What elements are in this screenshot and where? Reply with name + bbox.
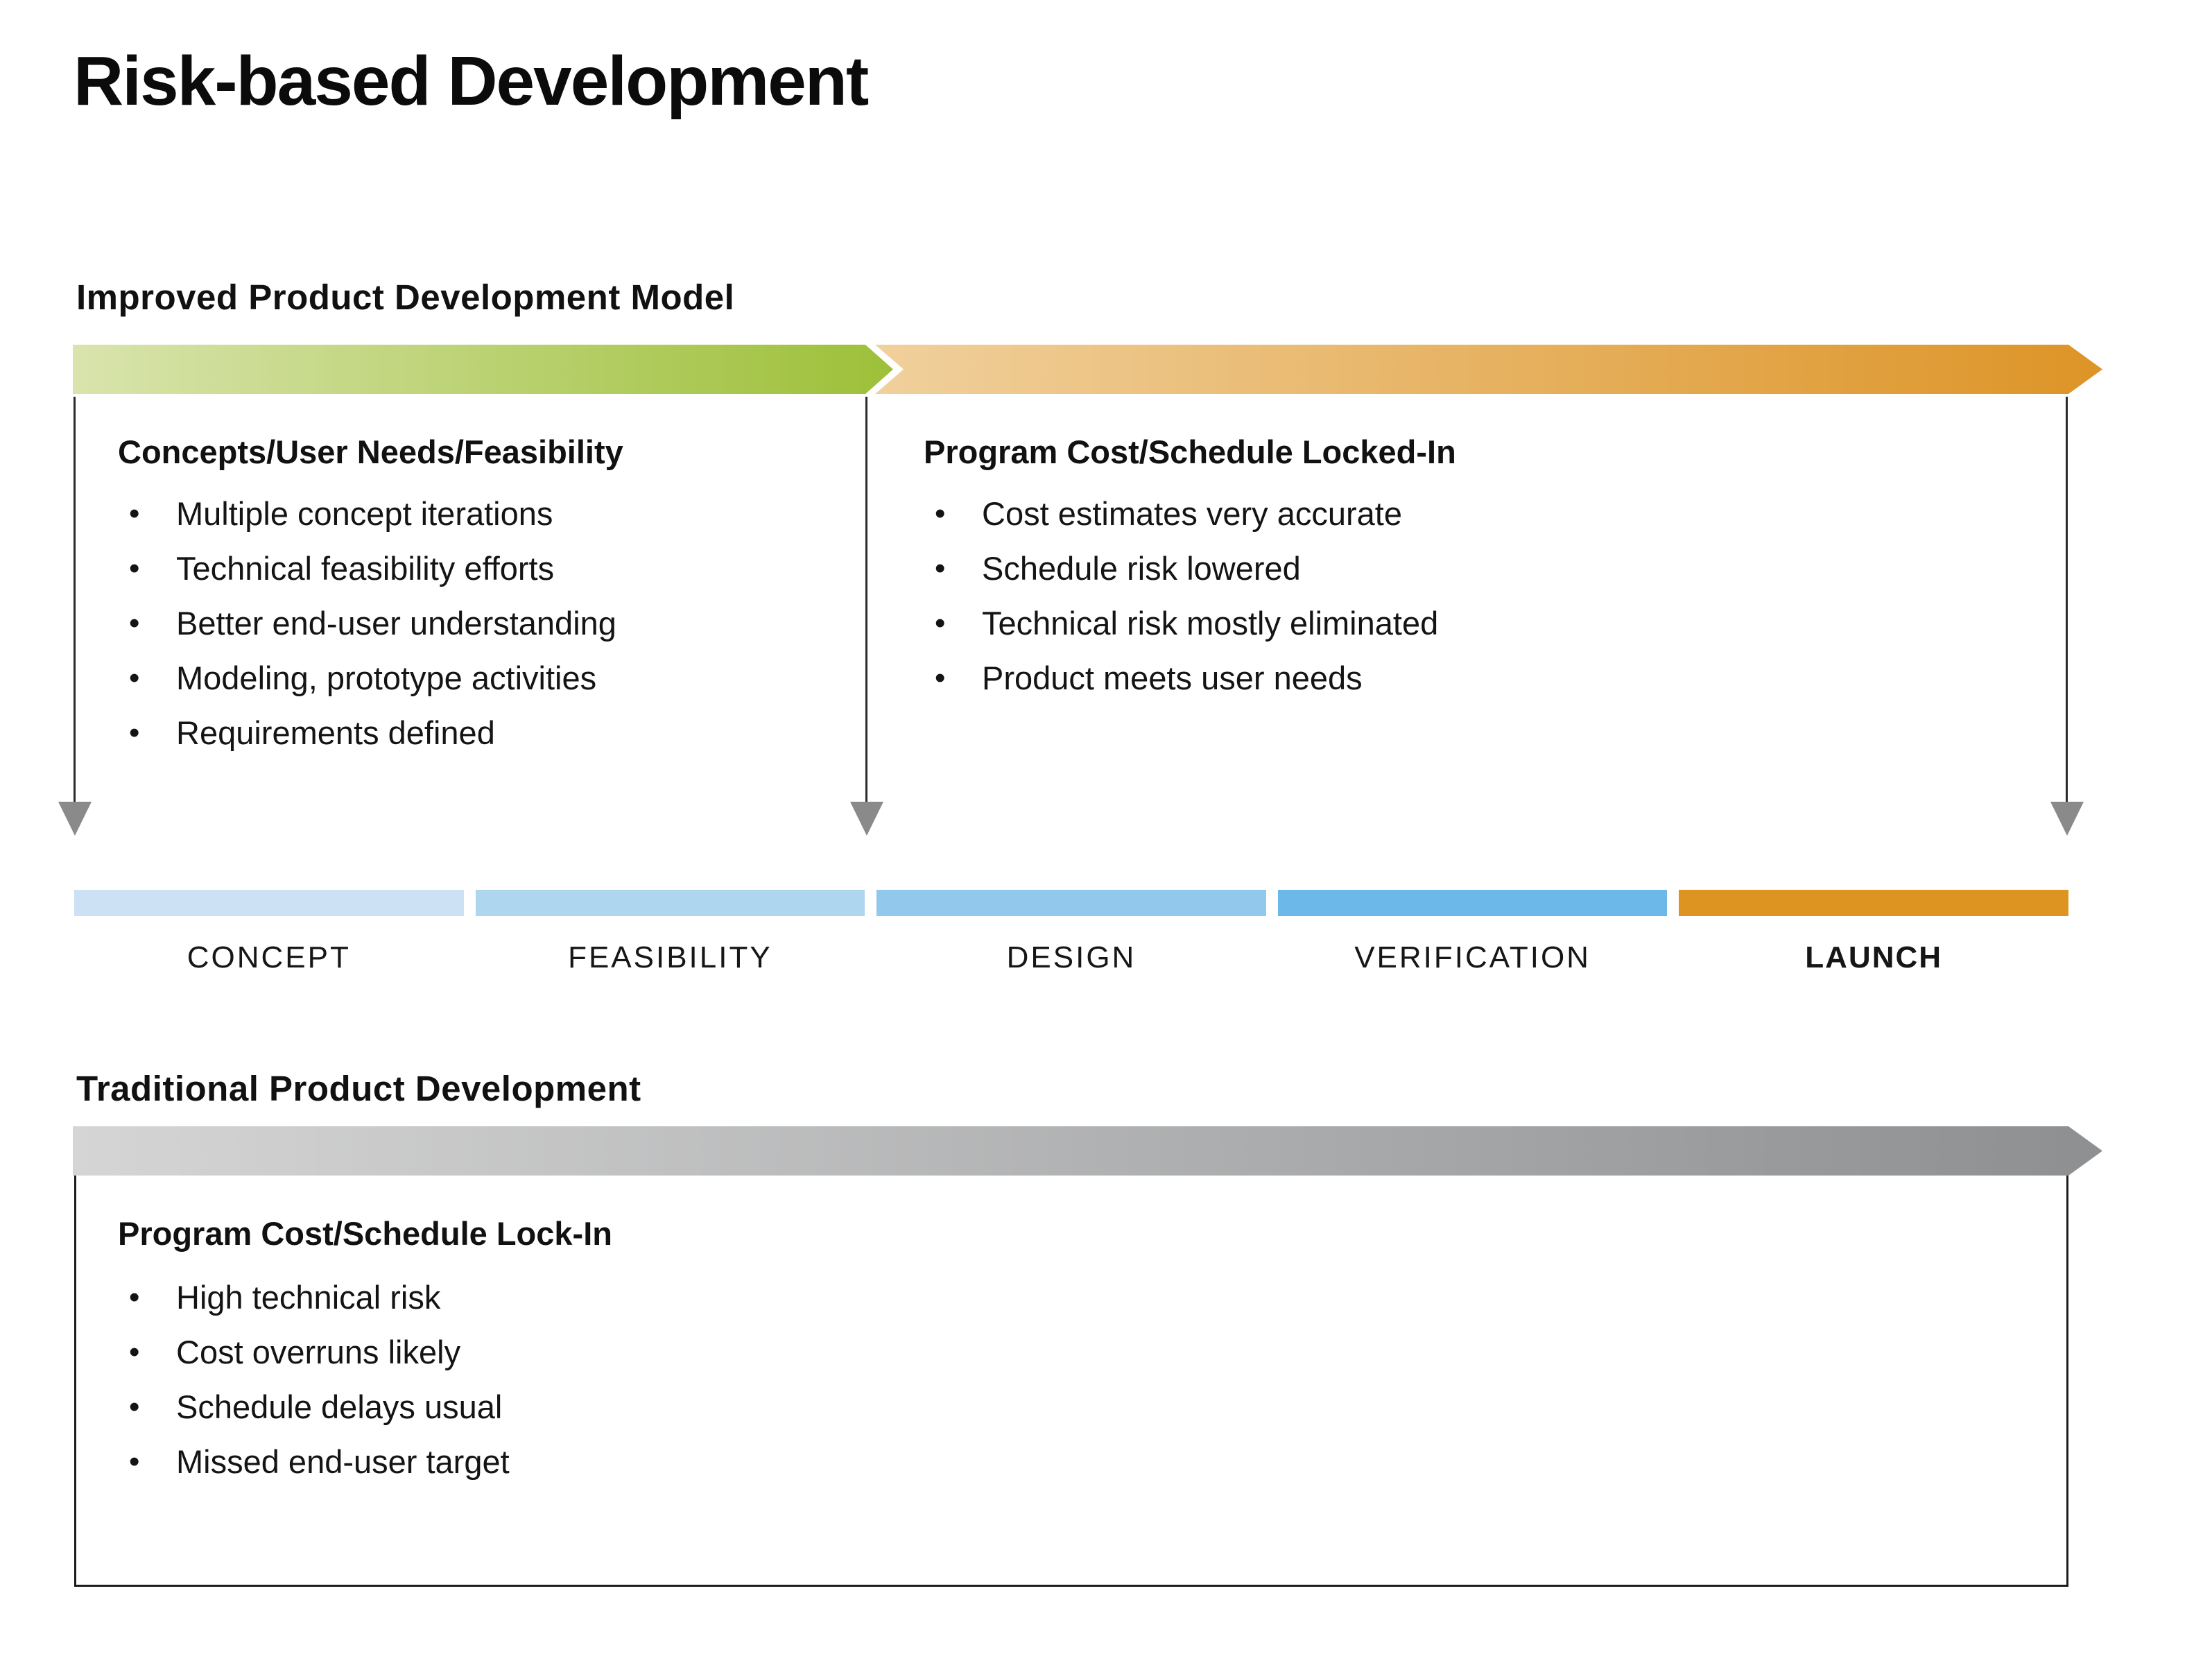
green-gradient-arrow: [73, 345, 893, 394]
list-item: • High technical risk: [119, 1270, 510, 1325]
phase-segment-launch: [1679, 890, 2068, 916]
lock-in-heading: Program Cost/Schedule Lock-In: [118, 1215, 612, 1252]
bullet-text: Modeling, prototype activities: [176, 660, 597, 696]
bullet-icon: •: [129, 715, 140, 750]
bullet-text: Missed end-user target: [176, 1443, 510, 1480]
bullet-text: High technical risk: [176, 1279, 441, 1316]
lock-in-bullet-list: • High technical risk • Cost overruns like…: [119, 1270, 510, 1489]
phase-bar: [74, 890, 2068, 916]
bullet-icon: •: [129, 1334, 140, 1369]
down-arrow-icon: [2050, 802, 2084, 836]
locked-in-bullet-list: • Cost estimates very accurate • Schedule …: [925, 486, 1438, 705]
list-item: • Schedule delays usual: [119, 1379, 510, 1434]
bullet-text: Cost overruns likely: [176, 1334, 461, 1370]
locked-in-panel-heading: Program Cost/Schedule Locked-In: [924, 433, 1456, 470]
bullet-text: Schedule risk lowered: [982, 550, 1301, 587]
list-item: • Requirements defined: [119, 705, 616, 760]
bullet-icon: •: [129, 1280, 140, 1314]
down-arrow-icon: [58, 802, 92, 836]
bullet-icon: •: [129, 605, 140, 640]
list-item: • Modeling, prototype activities: [119, 651, 616, 705]
list-item: • Schedule risk lowered: [925, 541, 1438, 596]
improved-model-heading: Improved Product Development Model: [76, 277, 735, 317]
bullet-icon: •: [935, 496, 946, 531]
list-item: • Product meets user needs: [925, 651, 1438, 705]
bullet-text: Technical feasibility efforts: [176, 550, 555, 587]
phase-label-verification: VERIFICATION: [1354, 940, 1591, 974]
bullet-text: Better end-user understanding: [176, 605, 616, 642]
phase-labels: CONCEPT FEASIBILITY DESIGN VERIFICATION …: [74, 940, 2068, 975]
phase-label-feasibility: FEASIBILITY: [568, 940, 772, 974]
list-item: • Missed end-user target: [119, 1434, 510, 1489]
phase-label-concept: CONCEPT: [187, 940, 351, 974]
down-arrow-icon: [850, 802, 883, 836]
list-item: • Technical risk mostly eliminated: [925, 596, 1438, 651]
list-item: • Technical feasibility efforts: [119, 541, 616, 596]
lock-in-box: [74, 1176, 2068, 1587]
page-title: Risk-based Development: [74, 42, 869, 120]
bullet-text: Schedule delays usual: [176, 1388, 503, 1425]
bullet-text: Requirements defined: [176, 714, 495, 751]
bullet-icon: •: [129, 496, 140, 531]
concepts-panel-heading: Concepts/User Needs/Feasibility: [118, 433, 623, 470]
phase-label-design: DESIGN: [1006, 940, 1137, 974]
bullet-text: Product meets user needs: [982, 660, 1363, 696]
bullet-icon: •: [129, 1389, 140, 1424]
list-item: • Better end-user understanding: [119, 596, 616, 651]
phase-segment-feasibility: [475, 890, 865, 916]
timeline-marker-line-right: [2066, 397, 2068, 802]
list-item: • Cost estimates very accurate: [925, 486, 1438, 541]
bullet-icon: •: [935, 551, 946, 585]
timeline-marker-line-middle: [865, 397, 867, 802]
bullet-icon: •: [935, 660, 946, 695]
phase-label-launch: LAUNCH: [1805, 940, 1943, 974]
list-item: • Cost overruns likely: [119, 1325, 510, 1379]
traditional-heading: Traditional Product Development: [76, 1069, 641, 1108]
phase-segment-design: [876, 890, 1266, 916]
bullet-text: Cost estimates very accurate: [982, 495, 1402, 532]
gray-gradient-arrow: [73, 1126, 2102, 1176]
bullet-icon: •: [129, 551, 140, 585]
bullet-icon: •: [129, 660, 140, 695]
phase-segment-concept: [74, 890, 464, 916]
orange-gradient-arrow: [875, 345, 2102, 394]
phase-segment-verification: [1277, 890, 1668, 916]
bullet-icon: •: [935, 605, 946, 640]
list-item: • Multiple concept iterations: [119, 486, 616, 541]
bullet-text: Multiple concept iterations: [176, 495, 553, 532]
concepts-bullet-list: • Multiple concept iterations • Technical …: [119, 486, 616, 760]
bullet-icon: •: [129, 1444, 140, 1479]
timeline-marker-line-left: [74, 397, 76, 802]
bullet-text: Technical risk mostly eliminated: [982, 605, 1439, 642]
